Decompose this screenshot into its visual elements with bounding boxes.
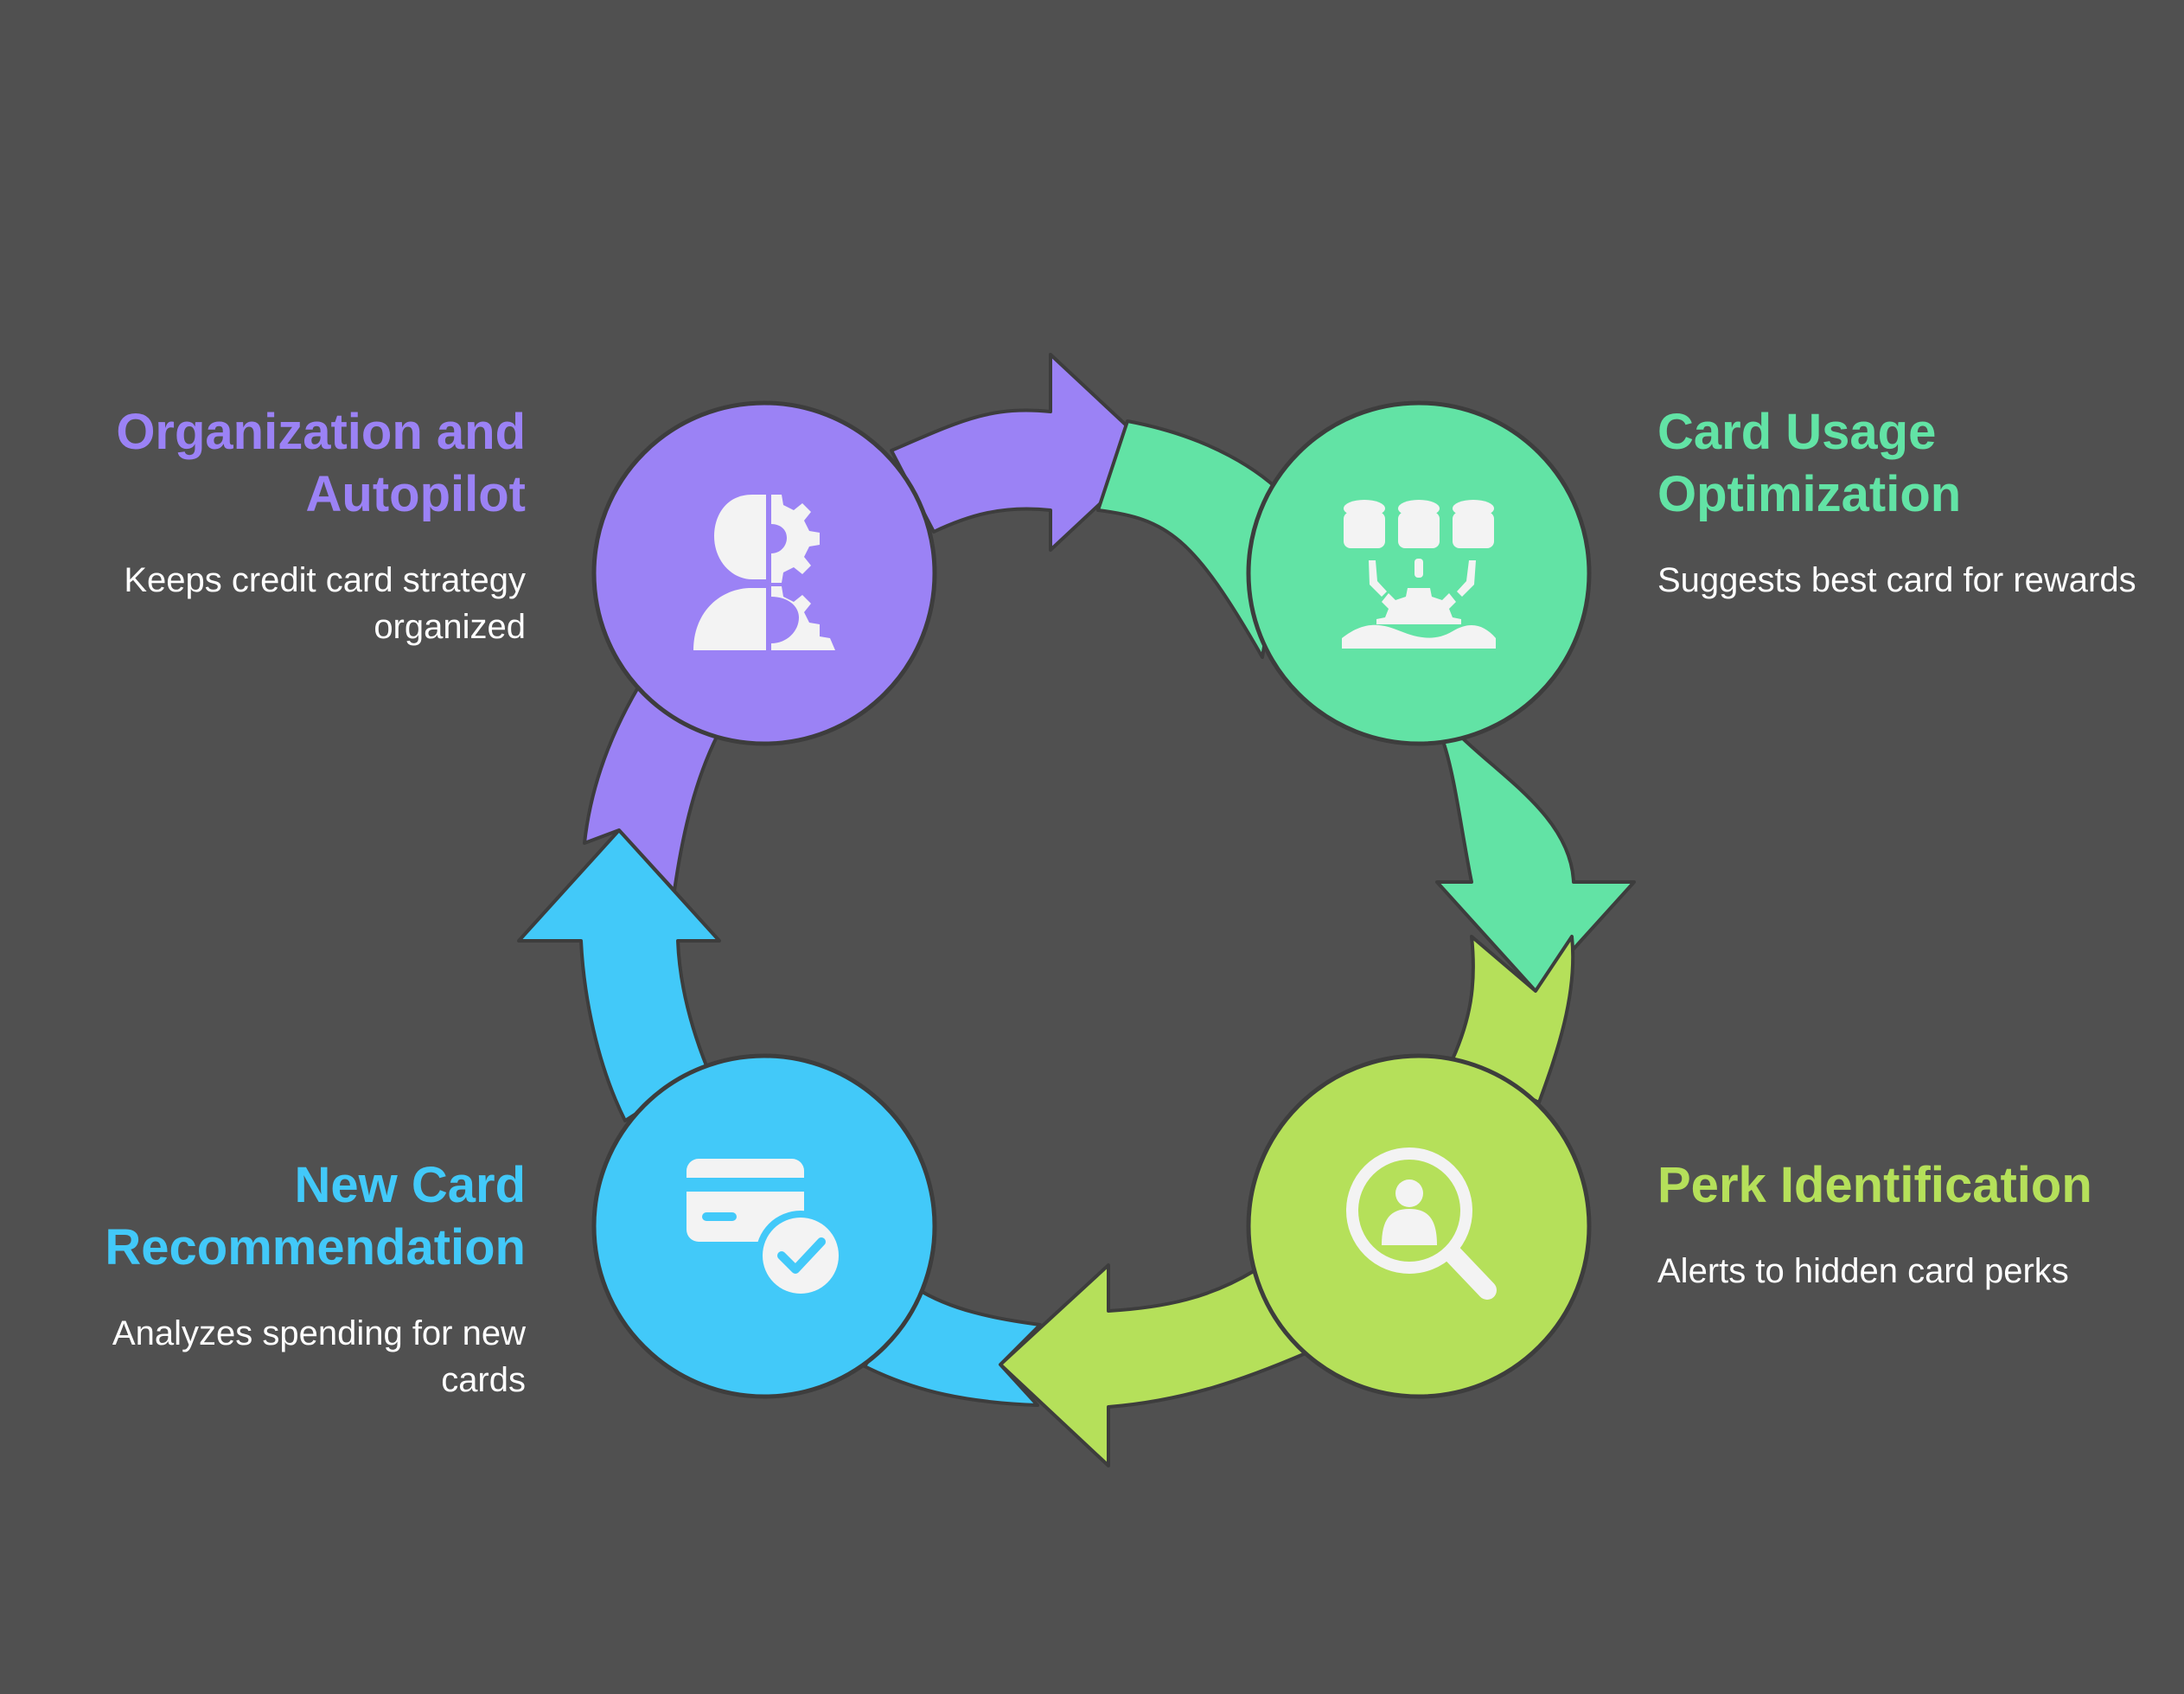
databases-gear-icon (1342, 500, 1496, 649)
step-title: Perk Identification (1657, 1157, 2092, 1213)
magnifier-person-icon (1346, 1147, 1497, 1300)
credit-card-check-icon (686, 1159, 846, 1301)
step-perk: Perk Identification Alerts to hidden car… (1657, 1154, 2142, 1294)
step-description: Keeps credit card strategy organized (124, 561, 526, 646)
step-description: Suggests best card for rewards (1657, 561, 2136, 599)
step-title: Card Usage Optimization (1657, 404, 1962, 522)
arrow-new-card-to-organization (517, 828, 1042, 1407)
step-organization: Organization and Autopilot Keeps credit … (42, 401, 526, 650)
step-description: Alerts to hidden card perks (1657, 1252, 2069, 1290)
step-new-card: New Card Recommendation Analyzes spendin… (42, 1154, 526, 1403)
step-card-usage: Card Usage Optimization Suggests best ca… (1657, 401, 2142, 604)
step-title: Organization and Autopilot (116, 404, 526, 522)
step-title: New Card Recommendation (105, 1157, 526, 1275)
arrow-organization-left-arc (583, 686, 719, 892)
person-gear-icon (693, 495, 835, 650)
arrow-card-usage-to-perk (1096, 419, 1636, 993)
arrow-organization-to-card-usage (890, 353, 1157, 552)
step-description: Analyzes spending for new cards (112, 1314, 526, 1399)
arrow-perk-to-new-card (999, 935, 1575, 1467)
